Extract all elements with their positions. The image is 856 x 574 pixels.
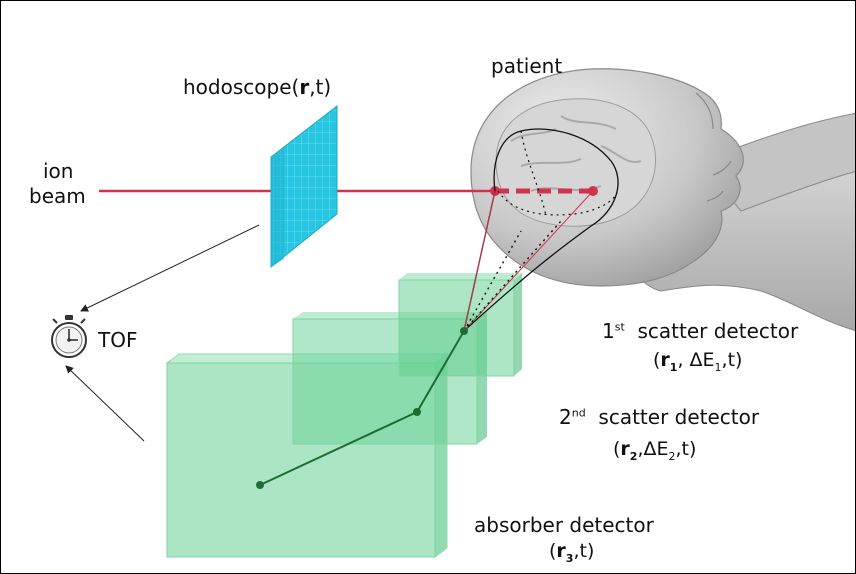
scatter1-open: ( bbox=[653, 349, 661, 371]
scatter1-r-sub: 1 bbox=[669, 360, 678, 374]
track-hit-2 bbox=[413, 408, 421, 416]
track-hit-3 bbox=[256, 481, 264, 489]
absorber-label: absorber detector bbox=[474, 513, 654, 537]
ion-label: ion bbox=[43, 159, 74, 183]
patient-label: patient bbox=[491, 54, 563, 78]
stopwatch-icon bbox=[51, 315, 87, 358]
scatter1-r: r bbox=[660, 349, 670, 371]
scatter1-text: scatter detector bbox=[637, 319, 799, 343]
scatter1-num: 1 bbox=[602, 319, 615, 343]
absorber-r: r bbox=[556, 540, 566, 562]
hodoscope-label-r: r bbox=[299, 75, 310, 99]
absorber-params: (r3,t) bbox=[549, 540, 595, 565]
hodoscope-label-open: ( bbox=[291, 75, 300, 99]
scatter2-text: scatter detector bbox=[598, 405, 760, 429]
absorber-open: ( bbox=[549, 540, 557, 562]
face-outline bbox=[695, 92, 732, 202]
scatter1-params: (r1, ΔE1,t) bbox=[653, 349, 743, 374]
emission-cone bbox=[462, 128, 619, 333]
particle-track bbox=[256, 327, 468, 489]
scatter2-r: r bbox=[620, 438, 630, 460]
hodoscope-label-text: hodoscope bbox=[183, 75, 292, 99]
patient-figure bbox=[470, 68, 855, 331]
absorber-to-tof-arrow bbox=[65, 365, 145, 442]
scatter2-label: 2nd scatter detector bbox=[559, 405, 759, 429]
absorber-r-sub: 3 bbox=[565, 551, 574, 565]
scatter1-e-sub: 1 bbox=[714, 360, 722, 374]
hodoscope-label: hodoscope(r,t) bbox=[183, 75, 331, 99]
hodoscope-label-t: ,t) bbox=[309, 75, 332, 99]
scatter2-open: ( bbox=[613, 438, 621, 460]
scatter2-e-sub: 2 bbox=[668, 449, 676, 463]
hodoscope-to-tof-arrow bbox=[80, 224, 260, 312]
scatter1-mid: , ΔE bbox=[677, 349, 715, 371]
scatter2-end: ,t) bbox=[675, 438, 697, 460]
scatter2-num: 2 bbox=[559, 405, 572, 429]
hodoscope bbox=[270, 104, 338, 269]
scatter2-r-sub: 2 bbox=[629, 449, 638, 463]
scatter1-sup: st bbox=[614, 320, 625, 334]
first-scatter-detector bbox=[398, 273, 522, 377]
scatter1-end: ,t) bbox=[721, 349, 743, 371]
scatter2-mid: ,ΔE bbox=[637, 438, 669, 460]
beam-label: beam bbox=[29, 184, 86, 208]
scatter1-label: 1st scatter detector bbox=[602, 319, 798, 343]
absorber-end: ,t) bbox=[573, 540, 595, 562]
track-hit-1 bbox=[460, 327, 468, 335]
scatter2-sup: nd bbox=[571, 406, 586, 420]
scatter2-params: (r2,ΔE2,t) bbox=[613, 438, 697, 463]
tof-label: TOF bbox=[98, 328, 138, 352]
